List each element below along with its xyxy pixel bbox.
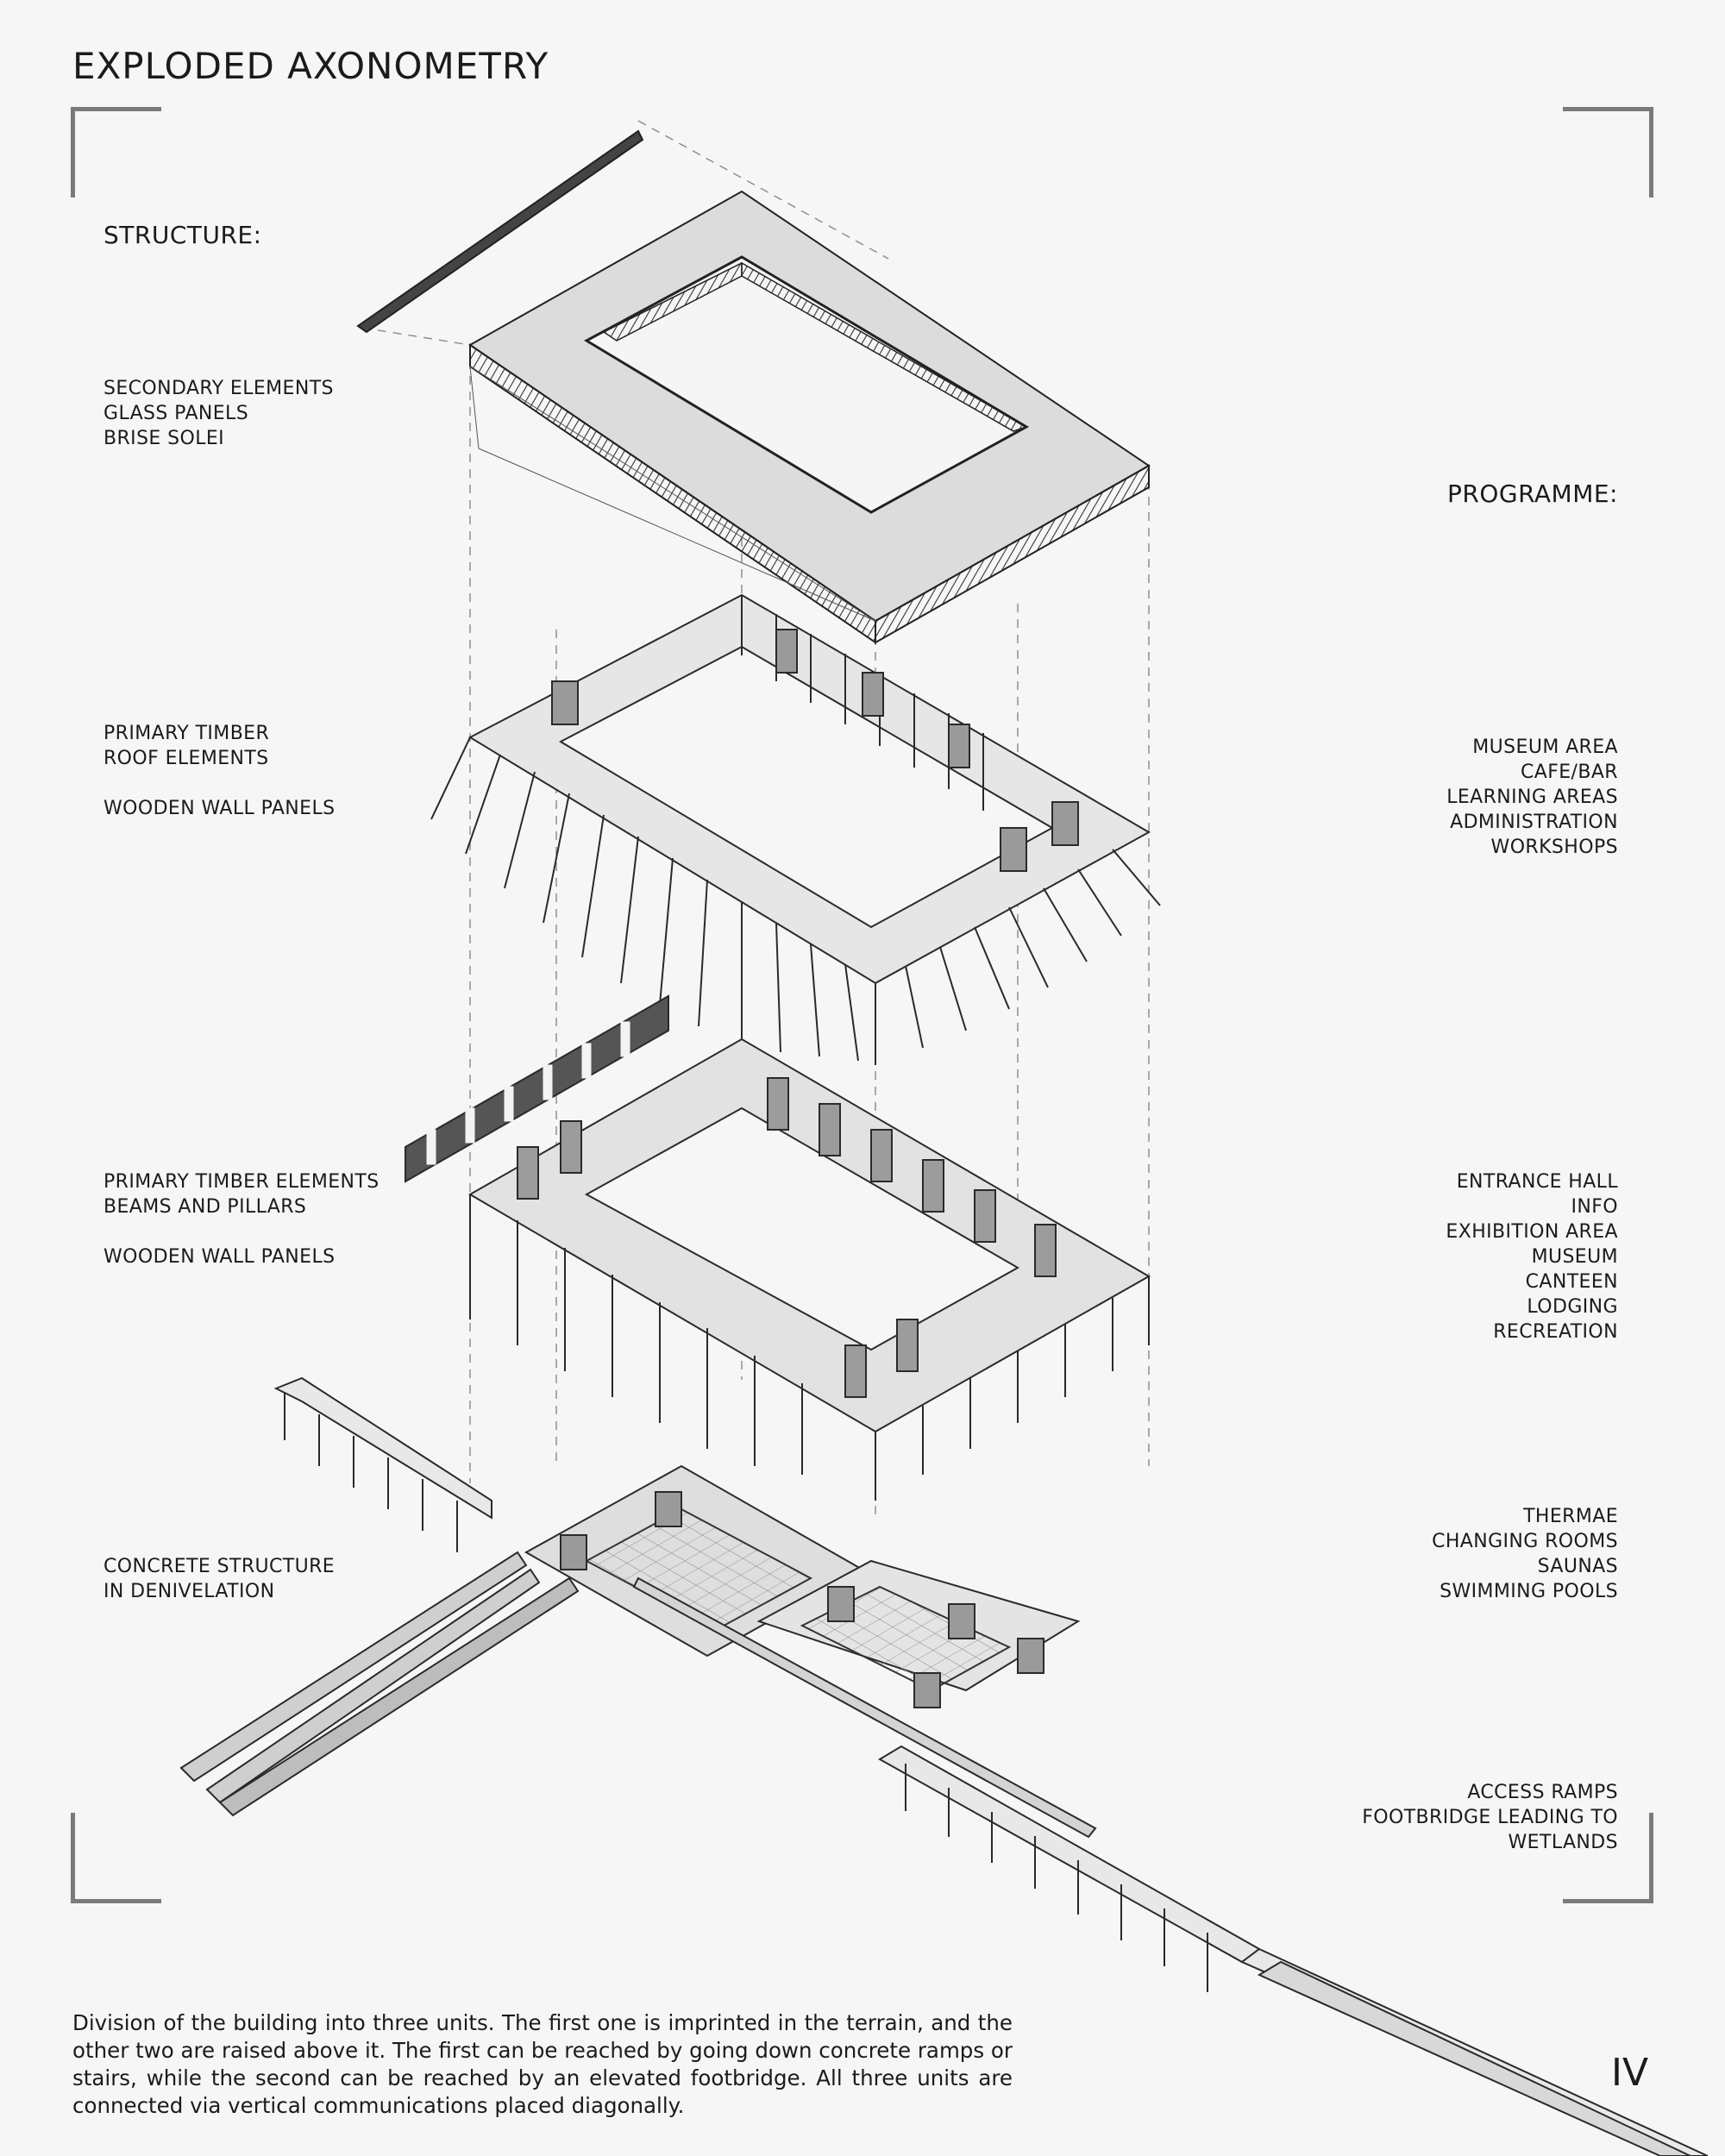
- label-line: WOODEN WALL PANELS: [104, 1246, 336, 1268]
- label-line: SWIMMING POOLS: [1440, 1581, 1618, 1602]
- label-line: EXHIBITION AREA: [1446, 1221, 1618, 1243]
- label-line: INFO: [1571, 1196, 1618, 1218]
- label-line: IN DENIVELATION: [104, 1581, 275, 1602]
- label-line: CAFE/BAR: [1520, 761, 1618, 783]
- label-line: ADMINISTRATION: [1450, 812, 1618, 833]
- label-line: CONCRETE STRUCTURE: [104, 1556, 336, 1577]
- structure-label-beams: PRIMARY TIMBER ELEMENTS BEAMS AND PILLAR…: [104, 1169, 380, 1269]
- label-line: WOODEN WALL PANELS: [104, 798, 336, 819]
- frame-corner-top-left: [71, 107, 161, 197]
- concrete-level: [179, 1376, 1097, 1839]
- page-title: EXPLODED AXONOMETRY: [72, 45, 549, 87]
- label-line: LEARNING AREAS: [1446, 787, 1618, 808]
- frame-corner-bottom-left: [71, 1813, 161, 1903]
- label-line: PRIMARY TIMBER ELEMENTS: [104, 1171, 380, 1193]
- label-line: WETLANDS: [1508, 1832, 1618, 1853]
- structure-label-concrete: CONCRETE STRUCTURE IN DENIVELATION: [104, 1554, 335, 1604]
- label-line: SAUNAS: [1537, 1556, 1618, 1577]
- label-line: WORKSHOPS: [1490, 837, 1618, 858]
- label-line: FOOTBRIDGE LEADING TO: [1362, 1807, 1618, 1828]
- structure-heading: STRUCTURE:: [104, 221, 262, 249]
- roof-layer: [356, 129, 1151, 644]
- programme-heading: PROGRAMME:: [1447, 479, 1618, 508]
- label-line: BEAMS AND PILLARS: [104, 1196, 307, 1218]
- label-line: BRISE SOLEI: [104, 428, 225, 449]
- timber-roof-frame: [430, 593, 1161, 1065]
- label-line: LODGING: [1527, 1296, 1618, 1318]
- label-line: SECONDARY ELEMENTS: [104, 378, 334, 399]
- footbridge: [878, 1745, 1709, 2156]
- label-line: ENTRANCE HALL: [1456, 1171, 1618, 1193]
- programme-label-access: ACCESS RAMPS FOOTBRIDGE LEADING TO WETLA…: [1362, 1780, 1618, 1855]
- label-line: CHANGING ROOMS: [1432, 1531, 1618, 1552]
- programme-label-lower: THERMAE CHANGING ROOMS SAUNAS SWIMMING P…: [1432, 1504, 1618, 1604]
- timber-floor-level: [405, 994, 1151, 1501]
- label-line: PRIMARY TIMBER: [104, 723, 270, 744]
- page-number: IV: [1611, 2051, 1649, 2095]
- structure-label-roof: PRIMARY TIMBER ROOF ELEMENTS WOODEN WALL…: [104, 721, 335, 821]
- label-line: MUSEUM AREA: [1472, 736, 1618, 758]
- label-line: ROOF ELEMENTS: [104, 748, 269, 769]
- label-line: CANTEEN: [1525, 1271, 1618, 1293]
- frame-corner-top-right: [1563, 107, 1653, 197]
- frame-corner-bottom-right: [1563, 1813, 1653, 1903]
- structure-label-secondary: SECONDARY ELEMENTS GLASS PANELS BRISE SO…: [104, 376, 334, 451]
- label-line: ACCESS RAMPS: [1467, 1782, 1618, 1803]
- description-paragraph: Division of the building into three unit…: [72, 2010, 1013, 2118]
- label-line: MUSEUM: [1531, 1246, 1618, 1268]
- label-line: GLASS PANELS: [104, 403, 249, 424]
- label-line: THERMAE: [1523, 1506, 1618, 1527]
- programme-label-upper: MUSEUM AREA CAFE/BAR LEARNING AREAS ADMI…: [1446, 735, 1618, 860]
- programme-label-middle: ENTRANCE HALL INFO EXHIBITION AREA MUSEU…: [1446, 1169, 1618, 1344]
- label-line: RECREATION: [1493, 1321, 1618, 1343]
